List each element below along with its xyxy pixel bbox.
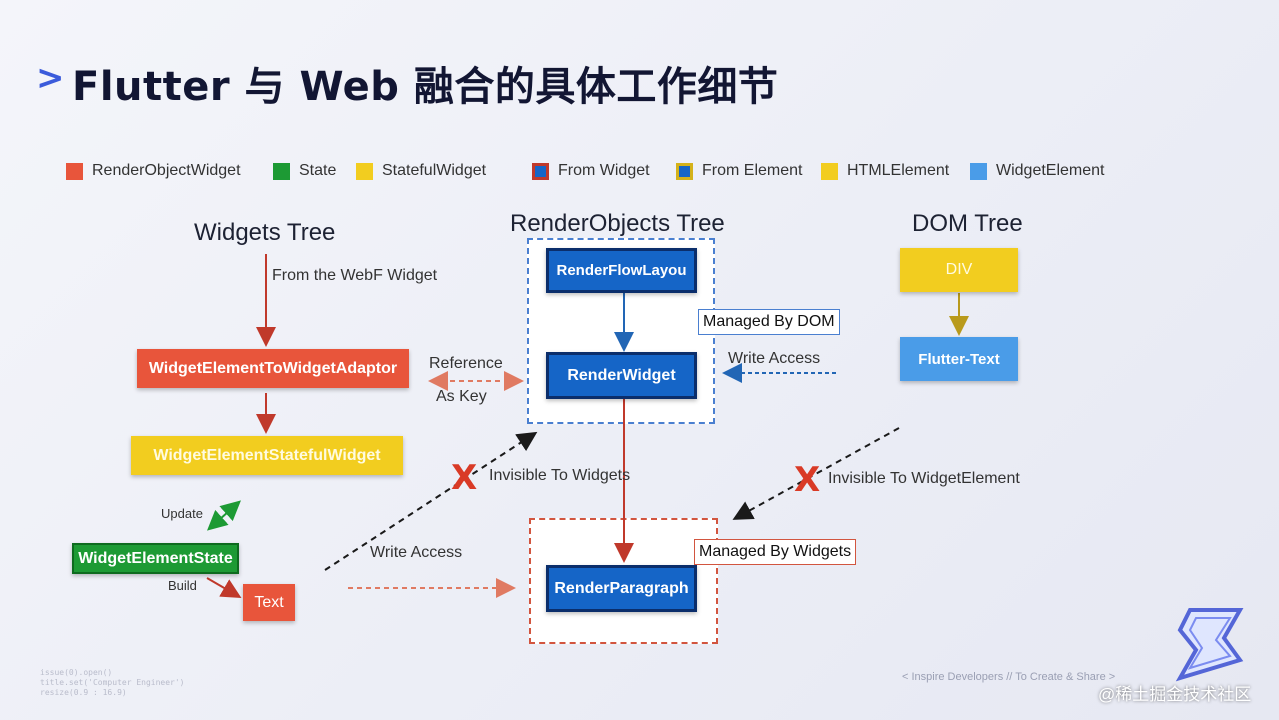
legend-swatch	[676, 162, 693, 180]
legend-swatch	[273, 162, 290, 180]
legend-item-from-widget: From Widget	[532, 162, 650, 180]
legend-label: State	[299, 162, 337, 179]
legend-item-widgetelement: WidgetElement	[970, 162, 1105, 180]
title-chevron-icon: >	[36, 58, 65, 98]
invisible-widget-element-label: Invisible To WidgetElement	[828, 470, 1020, 487]
from-webf-label: From the WebF Widget	[272, 267, 438, 284]
render-paragraph-node: RenderParagraph	[546, 565, 697, 612]
legend-swatch	[821, 162, 838, 180]
widget-element-state-node: WidgetElementState	[72, 543, 239, 574]
footer-code: issue(0).open() title.set('Computer Engi…	[40, 668, 185, 697]
stateful-widget-node: WidgetElementStatefulWidget	[131, 436, 403, 475]
legend-item-statefulwidget: StatefulWidget	[356, 162, 486, 180]
render-objects-tree-title: RenderObjects Tree	[510, 210, 725, 237]
legend-swatch	[970, 162, 987, 180]
legend-label: RenderObjectWidget	[92, 162, 241, 179]
build-label: Build	[168, 578, 197, 593]
x-mark-icon: X	[451, 458, 478, 498]
invisible-widgets-label: Invisible To Widgets	[489, 467, 631, 484]
page-title: Flutter 与 Web 融合的具体工作细节	[72, 64, 779, 110]
render-widget-node: RenderWidget	[546, 352, 697, 399]
legend-item-htmlelement: HTMLElement	[821, 162, 949, 180]
managed-by-dom-tag: Managed By DOM	[698, 309, 840, 335]
legend-swatch	[66, 162, 83, 180]
as-key-label: As Key	[436, 388, 487, 405]
adaptor-node: WidgetElementToWidgetAdaptor	[137, 349, 409, 388]
legend-item-renderobjectwidget: RenderObjectWidget	[66, 162, 241, 180]
x-mark-icon: X	[794, 460, 821, 500]
update-label: Update	[161, 506, 203, 521]
managed-by-widgets-tag: Managed By Widgets	[694, 539, 857, 565]
render-flow-layout-node: RenderFlowLayou	[546, 248, 697, 293]
dom-tree-title: DOM Tree	[912, 210, 1023, 237]
write-access-left-label: Write Access	[370, 544, 463, 561]
legend-label: HTMLElement	[847, 162, 950, 179]
footer-slogan: < Inspire Developers // To Create & Shar…	[902, 671, 1116, 683]
conference-logo-icon	[1175, 608, 1244, 682]
widgets-tree-title: Widgets Tree	[194, 219, 336, 246]
legend-label: From Widget	[558, 162, 650, 179]
div-node: DIV	[900, 248, 1018, 292]
legend-label: From Element	[702, 162, 803, 179]
legend-swatch	[356, 162, 373, 180]
legend-label: StatefulWidget	[382, 162, 487, 179]
text-node: Text	[243, 584, 295, 621]
flutter-text-node: Flutter-Text	[900, 337, 1018, 381]
watermark: @稀土掘金技术社区	[1098, 685, 1252, 704]
legend-item-from-element: From Element	[676, 162, 802, 180]
legend-swatch	[532, 162, 549, 180]
legend-item-state: State	[273, 162, 336, 180]
legend-label: WidgetElement	[996, 162, 1105, 179]
write-access-right-label: Write Access	[728, 350, 821, 367]
reference-label: Reference	[429, 355, 503, 372]
